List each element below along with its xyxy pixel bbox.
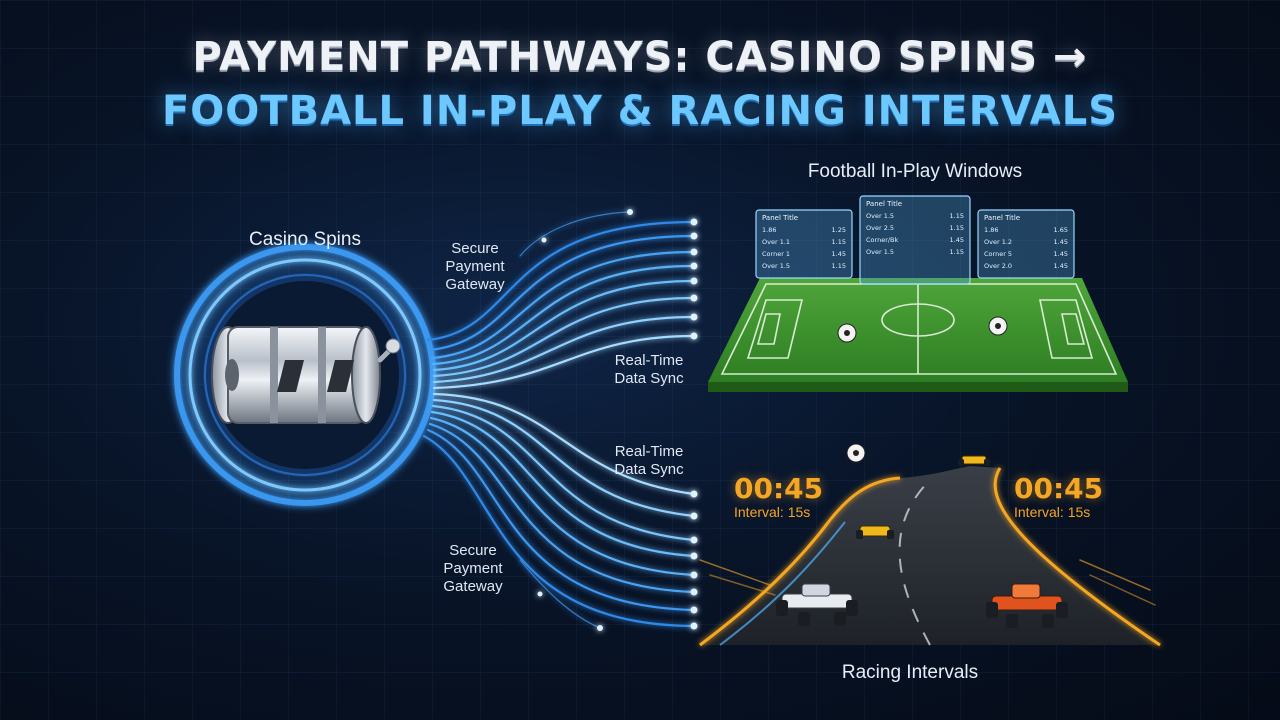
football-inplay-label: Football In-Play Windows [807,161,1023,182]
slot-reel-icon [211,326,401,424]
payment-flow-lines [422,211,696,629]
racing-interval-right: Interval: 15s [1014,504,1091,520]
odds-row-market: Corner 5 [984,250,1012,258]
odds-row-value: 1.15 [950,248,964,256]
speed-streaks [699,559,1156,606]
real-time-data-sync-label-bottom: Real-Time Data Sync [604,443,694,479]
odds-row-value: 1.15 [832,238,846,246]
odds-row-market: Over 1.5 [762,262,790,270]
annotation-line: Real-Time [614,352,684,369]
odds-row-value: 1.25 [832,226,846,234]
annotation-line: Data Sync [614,370,684,387]
football-ball-icon [846,443,866,463]
odds-row-value: 1.45 [950,236,964,244]
annotation-line: Gateway [445,276,505,293]
odds-row-market: Over 1.5 [866,212,894,220]
real-time-data-sync-label-top: Real-Time Data Sync [604,352,694,388]
odds-row-market: Corner/Bk [866,236,899,244]
odds-row-value: 1.45 [1054,250,1068,258]
racing-timer-left: 00:45 [734,472,824,505]
annotation-line: Real-Time [614,443,684,460]
annotation-line: Gateway [443,578,503,595]
odds-row-value: 1.15 [832,262,846,270]
odds-row-value: 1.45 [1054,262,1068,270]
odds-panel-left [755,209,853,279]
football-ball-icon [988,316,1008,336]
odds-panel-center [859,195,971,285]
racing-timer-right: 00:45 [1014,472,1104,505]
odds-row-market: 1.86 [984,226,998,234]
odds-row-value: 1.15 [950,224,964,232]
odds-row-market: Over 1.2 [984,238,1012,246]
title-line-1: PAYMENT PATHWAYS: CASINO SPINS → [192,34,1088,80]
odds-row-value: 1.45 [832,250,846,258]
secure-payment-gateway-label-bottom: Secure Payment Gateway [428,542,518,596]
race-car-white-icon [776,583,858,626]
odds-row-value: 1.65 [1054,226,1068,234]
odds-panel-right [977,209,1075,279]
annotation-line: Data Sync [614,461,684,478]
racing-interval-left: Interval: 15s [734,504,811,520]
title-line-2: FOOTBALL IN-PLAY & RACING INTERVALS [161,88,1119,134]
annotation-line: Payment [445,258,505,275]
odds-row-market: Over 2.0 [984,262,1012,270]
race-car-yellow-far-icon [958,455,990,466]
race-car-orange-icon [986,583,1068,628]
racing-intervals-label: Racing Intervals [841,662,979,683]
odds-row-market: Over 1.1 [762,238,790,246]
flow-endpoint-dots [537,209,698,631]
odds-row-market: Over 1.5 [866,248,894,256]
casino-spins-label: Casino Spins [249,229,361,250]
annotation-line: Secure [451,240,499,257]
odds-row-value: 1.15 [950,212,964,220]
football-ball-icon [837,323,857,343]
odds-row-value: 1.45 [1054,238,1068,246]
football-pitch [708,278,1128,392]
odds-panel-header: Panel Title [762,214,798,222]
odds-panel-header: Panel Title [984,214,1020,222]
annotation-line: Payment [443,560,503,577]
odds-row-market: Over 2.5 [866,224,894,232]
annotation-line: Secure [449,542,497,559]
odds-row-market: Corner 1 [762,250,790,258]
race-car-yellow-icon [856,525,894,539]
secure-payment-gateway-label-top: Secure Payment Gateway [430,240,520,294]
odds-row-market: 1.86 [762,226,776,234]
odds-panel-header: Panel Title [866,200,902,208]
